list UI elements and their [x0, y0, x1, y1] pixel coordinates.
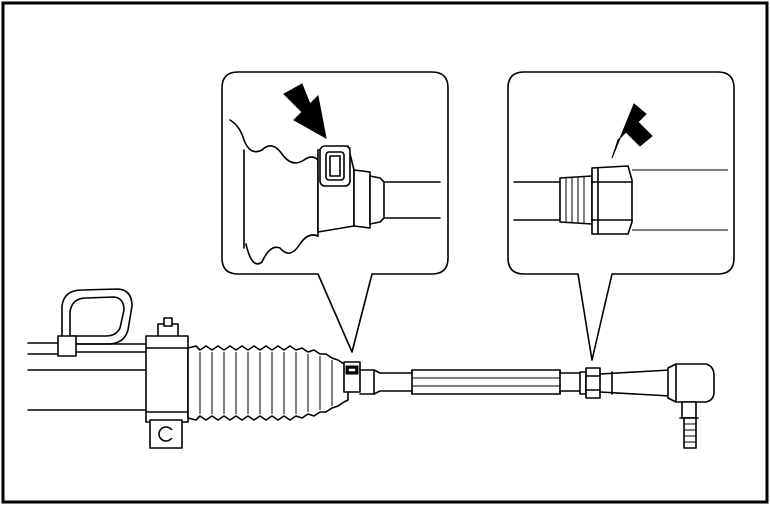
callout-boot-clamp	[221, 71, 449, 353]
rack-boot	[187, 345, 349, 421]
callout-lock-nut	[507, 71, 735, 361]
tie-rod-lock-nut	[579, 367, 601, 399]
arrow-icon	[283, 83, 327, 139]
tie-rod-end	[599, 363, 715, 449]
inner-tie-rod	[359, 369, 581, 395]
boot-clamp	[343, 361, 361, 393]
steering-rack-assembly	[27, 288, 715, 449]
mounting-clamp	[145, 317, 189, 449]
rack-housing	[27, 369, 151, 411]
arrow-icon	[611, 103, 653, 159]
fluid-pipe	[27, 288, 151, 357]
